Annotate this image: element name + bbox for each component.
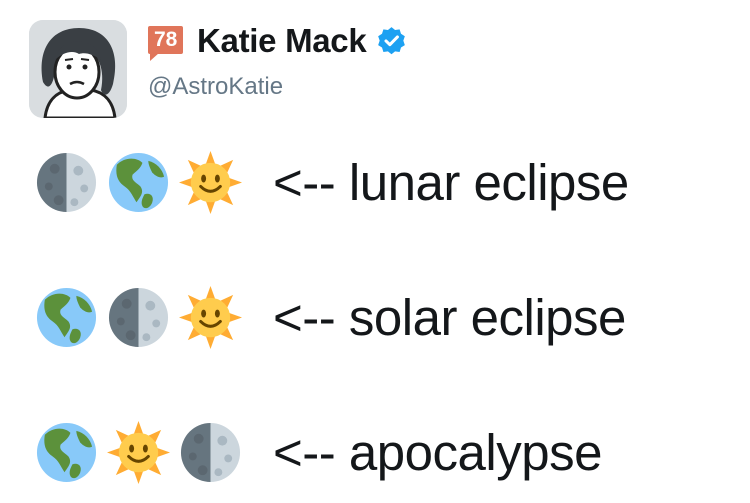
earth-icon [107, 151, 170, 214]
name-row: Katie Mack [197, 22, 408, 60]
earth-icon [35, 286, 98, 349]
sun-icon [179, 285, 242, 349]
caption: <-- apocalypse [273, 423, 602, 481]
cartoon-avatar-icon [29, 20, 127, 118]
earth-icon [35, 421, 98, 484]
sun-icon [107, 420, 170, 484]
sun-icon [179, 150, 242, 214]
moon-icon [107, 286, 170, 349]
display-name[interactable]: Katie Mack [197, 22, 367, 59]
list-item: <-- apocalypse [35, 418, 602, 486]
verified-badge-icon [375, 25, 408, 58]
list-item: <-- solar eclipse [35, 283, 626, 351]
list-item: <-- lunar eclipse [35, 148, 629, 216]
moon-icon [35, 151, 98, 214]
handle[interactable]: @AstroKatie [148, 73, 284, 100]
caption: <-- solar eclipse [273, 288, 626, 346]
badge: 78 [148, 26, 184, 61]
caption: <-- lunar eclipse [273, 153, 629, 211]
avatar[interactable] [29, 20, 127, 118]
moon-icon [179, 421, 242, 484]
